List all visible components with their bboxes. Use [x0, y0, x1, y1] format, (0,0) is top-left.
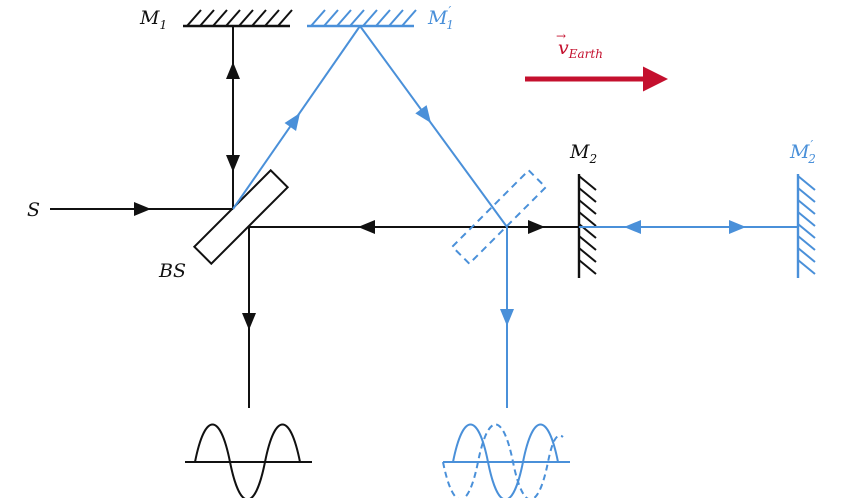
- blue-beam-down: [359, 25, 508, 228]
- arm-2-arrow-left: [358, 220, 375, 234]
- blue-arm-2-arrow-left: [624, 220, 641, 234]
- blue-output-arrow: [500, 309, 514, 326]
- output-wave: [185, 423, 312, 498]
- label-velocity: vEarth: [558, 37, 603, 61]
- output-beam-arrow: [242, 313, 256, 330]
- moving-setup: [232, 9, 816, 498]
- stationary-setup: [50, 9, 597, 498]
- beam-splitter-displaced: [450, 168, 548, 266]
- label-m2: M2: [569, 141, 597, 166]
- label-source: S: [27, 199, 40, 221]
- label-m1-prime: M′1: [427, 4, 454, 32]
- blue-beam-up-arrow: [284, 113, 300, 131]
- label-velocity-arrow: →: [556, 29, 566, 43]
- mirror-m1-prime: [307, 9, 417, 28]
- mirror-m1: [183, 9, 293, 28]
- source-beam-arrow: [134, 202, 151, 216]
- label-m2-prime: M′2: [789, 138, 816, 166]
- label-m1: M1: [139, 7, 167, 32]
- blue-output-wave: [442, 423, 570, 498]
- arm-2-arrow-right: [528, 220, 545, 234]
- mirror-m2-prime: [796, 174, 816, 278]
- label-beam-splitter: BS: [158, 260, 186, 282]
- beam-splitter: [192, 168, 290, 266]
- blue-arm-2-arrow-right: [729, 220, 746, 234]
- arm-1-arrow-down: [226, 155, 240, 172]
- blue-beam-down-arrow: [415, 105, 431, 123]
- arm-1-arrow-up: [226, 62, 240, 79]
